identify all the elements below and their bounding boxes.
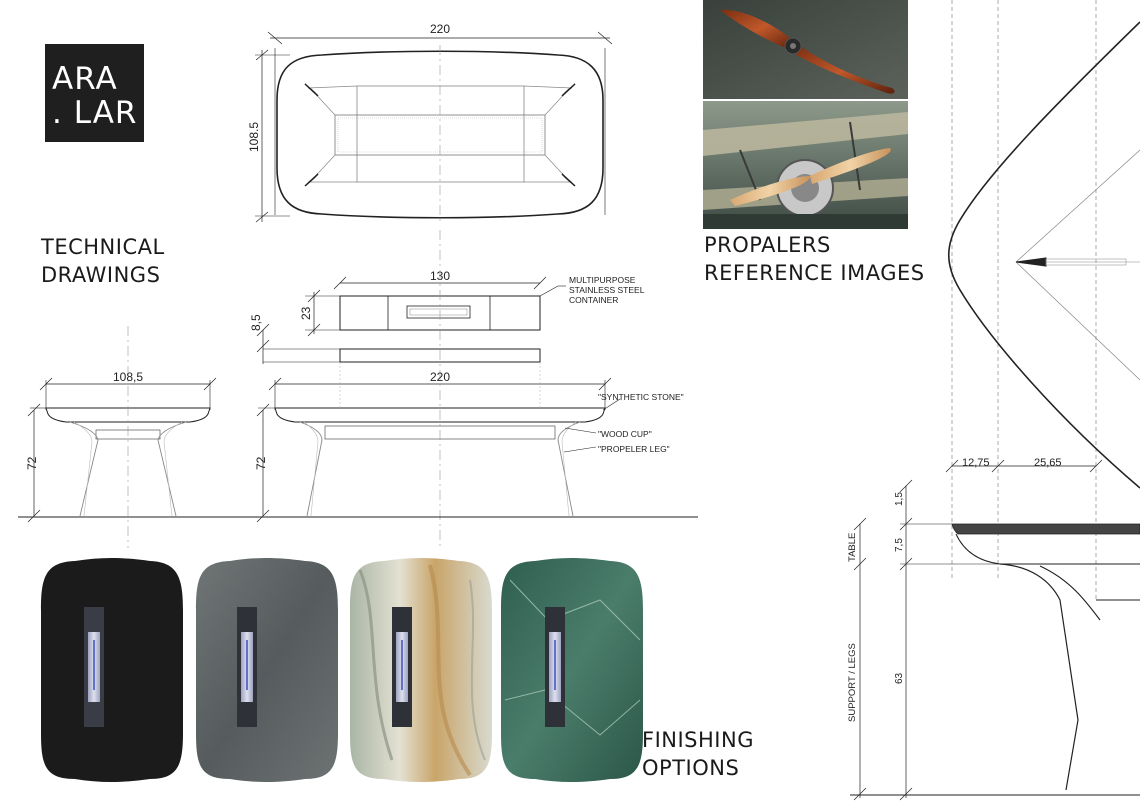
brand-logo: ARA . LAR: [45, 44, 144, 142]
propellers-heading-line-2: REFERENCE IMAGES: [704, 261, 925, 285]
detail-label-table: TABLE: [847, 533, 858, 562]
detail-label-legs: SUPPORT / LEGS: [847, 643, 858, 722]
detail-dim-a: 12,75: [962, 457, 990, 469]
technical-heading-line-2: DRAWINGS: [41, 263, 161, 287]
finish-grey-granite: [196, 558, 338, 782]
finish-black: [41, 558, 183, 782]
callout-container-2: STAINLESS STEEL: [569, 285, 645, 295]
callout-container-3: CONTAINER: [569, 295, 618, 305]
side-height-label: 72: [25, 456, 39, 470]
finishing-heading-line-1: FINISHING: [642, 728, 754, 752]
detail-dim-table: 7,5: [894, 538, 905, 552]
finishing-options-heading: FINISHING OPTIONS: [642, 726, 754, 782]
finishing-heading-line-2: OPTIONS: [642, 756, 740, 780]
detail-dim-legs: 63: [894, 672, 905, 684]
propeller-photo-1: [703, 0, 908, 99]
plan-view: [255, 31, 613, 225]
plan-width-label: 108.5: [247, 122, 261, 152]
plan-length-label: 220: [430, 22, 450, 36]
callout-propeler-leg: "PROPELER LEG": [598, 444, 670, 454]
detail-dim-top: 1,5: [894, 492, 905, 506]
logo-line-1: ARA: [52, 61, 118, 97]
callout-wood-cup: "WOOD CUP": [598, 429, 652, 439]
container-view: [256, 276, 566, 364]
technical-heading-line-1: TECHNICAL: [41, 235, 165, 259]
finish-green-marble: [501, 558, 643, 782]
container-gap-label: 8,5: [249, 314, 263, 331]
logo-line-2: . LAR: [52, 95, 138, 131]
callout-synthetic-stone: "SYNTHETIC STONE": [598, 392, 684, 402]
front-elevation: [18, 230, 698, 548]
detail-view: [850, 0, 1140, 801]
callout-container-1: MULTIPURPOSE: [569, 275, 636, 285]
technical-drawings-heading: TECHNICAL DRAWINGS: [41, 233, 165, 289]
finish-onyx-marble: [350, 558, 492, 782]
propeller-photo-2: [703, 101, 908, 229]
propellers-heading: PROPALERS REFERENCE IMAGES: [704, 231, 925, 287]
side-elevation: [27, 326, 217, 548]
container-height-label: 23: [299, 306, 313, 320]
front-height-label: 72: [254, 456, 268, 470]
propellers-heading-line-1: PROPALERS: [704, 233, 831, 257]
side-width-label: 108,5: [113, 370, 143, 384]
front-length-label: 220: [430, 370, 450, 384]
detail-dim-b: 25,65: [1034, 457, 1062, 469]
